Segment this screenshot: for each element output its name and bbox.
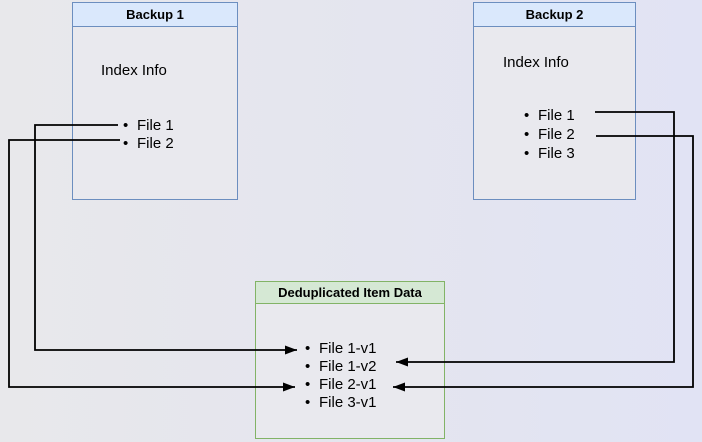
dedup-item: File 2-v1 [303,376,377,394]
backup1-file-list: File 1 File 2 [121,117,174,153]
dedup-item-list: File 1-v1 File 1-v2 File 2-v1 File 3-v1 [303,340,377,412]
backup2-index-info-label: Index Info [503,54,569,71]
backup1-title: Backup 1 [73,3,237,27]
backup1-file-item: File 2 [121,135,174,153]
dedup-title: Deduplicated Item Data [256,282,444,304]
backup2-file-item: File 3 [522,144,575,163]
dedup-item: File 1-v1 [303,340,377,358]
backup1-file-item: File 1 [121,117,174,135]
backup1-index-info-label: Index Info [101,62,167,79]
backup2-file-list: File 1 File 2 File 3 [522,106,575,163]
backup2-box: Backup 2 [473,2,636,200]
dedup-item: File 3-v1 [303,394,377,412]
backup2-file-item: File 2 [522,125,575,144]
backup1-box: Backup 1 [72,2,238,200]
backup2-file-item: File 1 [522,106,575,125]
dedup-item: File 1-v2 [303,358,377,376]
backup2-title: Backup 2 [474,3,635,27]
